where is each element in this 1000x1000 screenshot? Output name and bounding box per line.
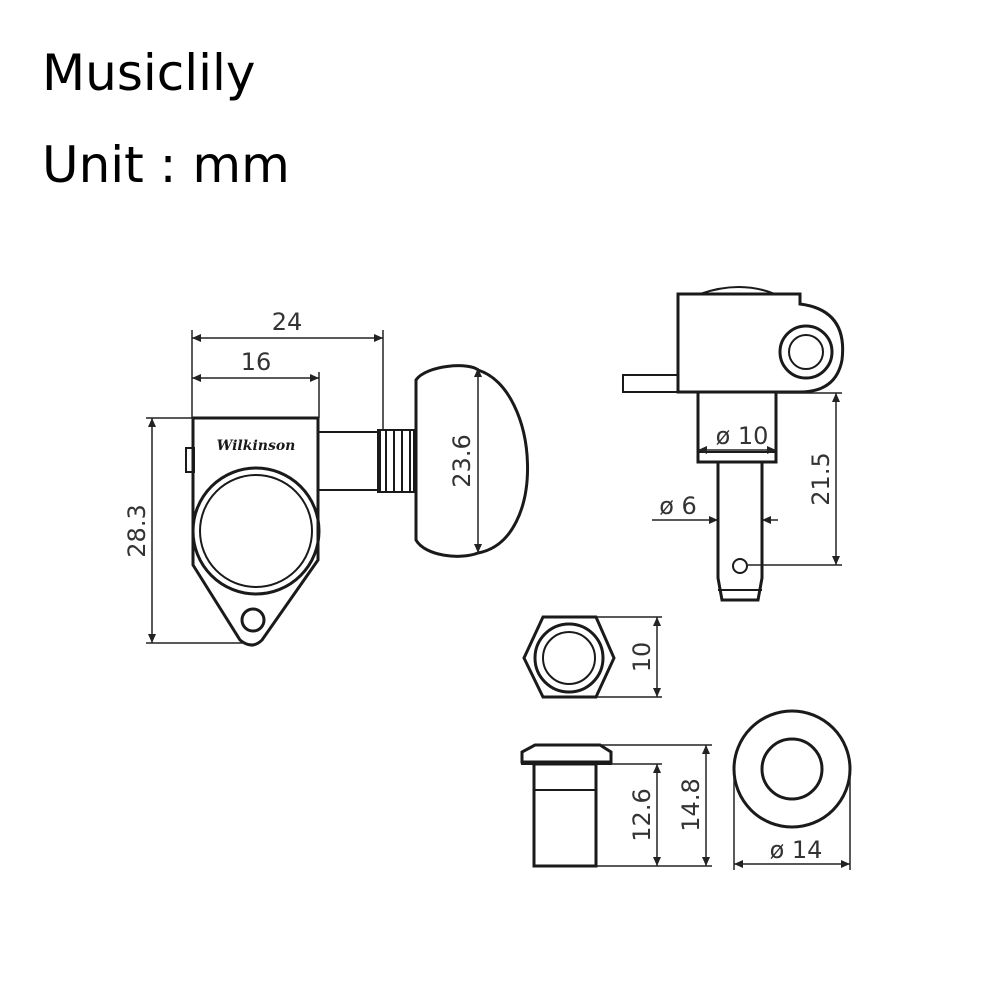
ferrule-head	[520, 743, 613, 764]
unit-label: Unit : mm	[42, 136, 290, 194]
dim-ferrule-total: 14.8	[677, 778, 705, 831]
front-view: Wilkinson 24 16 28.3 23.6	[123, 308, 530, 647]
dim-overall-length: 24	[272, 308, 303, 336]
gear-cover-inner	[199, 474, 313, 588]
side-shaft-hole	[788, 334, 824, 370]
ferrule-side-view: 12.6 14.8	[520, 743, 712, 868]
dim-post-dia: ø 6	[659, 492, 697, 520]
ferrule-body	[532, 762, 598, 868]
gear-cover-outer	[191, 466, 321, 596]
dim-housing-height: 28.3	[123, 504, 151, 557]
dim-bushing-dia: ø 10	[716, 422, 769, 450]
hex-nut-view: 10	[522, 615, 662, 699]
string-post	[716, 460, 764, 602]
dim-button-height: 23.6	[448, 434, 476, 487]
housing-logo: Wilkinson	[217, 438, 296, 454]
side-housing	[676, 292, 845, 394]
washer-inner	[760, 737, 824, 801]
hex-nut-outer-ring	[533, 622, 605, 694]
string-hole	[732, 558, 748, 574]
brand-title: Musiclily	[42, 44, 256, 102]
dim-housing-length: 16	[241, 348, 272, 376]
tuner-shaft	[317, 431, 381, 491]
screw-hole	[240, 607, 266, 633]
dim-ferrule-length: 12.6	[628, 788, 656, 841]
shaft-collar	[377, 429, 415, 493]
tuner-button	[414, 364, 530, 558]
side-shaft-ring	[778, 324, 834, 380]
dim-post-height: 21.5	[807, 452, 835, 505]
dim-hex-nut: 10	[628, 642, 656, 673]
dim-washer-dia: ø 14	[770, 836, 823, 864]
washer-outer	[732, 709, 852, 829]
side-view: ø 10 ø 6 21.5	[622, 286, 845, 602]
hex-nut-inner-ring	[542, 631, 596, 685]
washer-view: ø 14	[732, 709, 852, 870]
